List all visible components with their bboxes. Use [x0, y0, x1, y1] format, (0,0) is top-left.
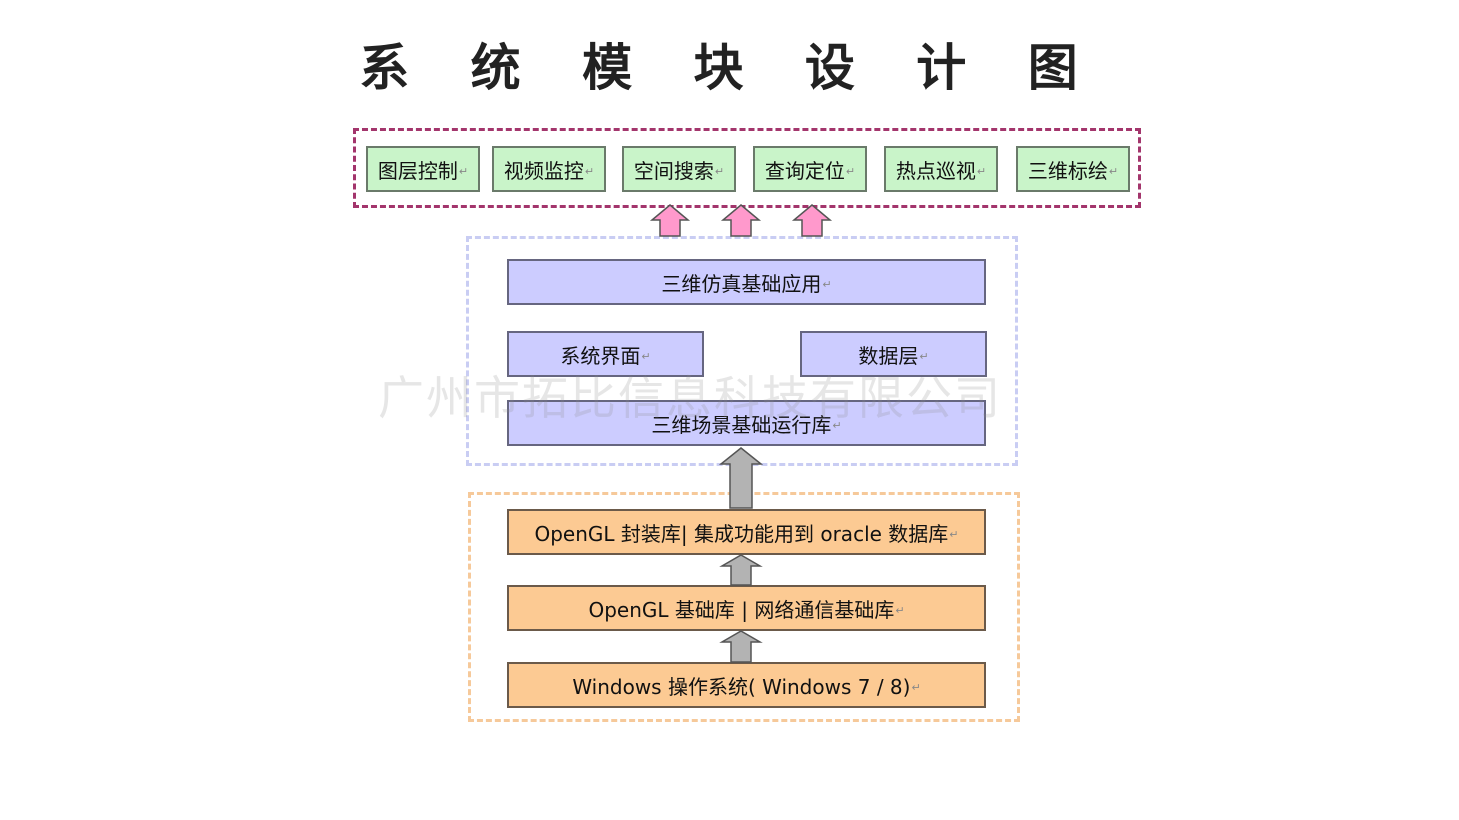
box-data-layer[interactable]: 数据层↵ [800, 331, 987, 377]
module-query-locate[interactable]: 查询定位↵ [753, 146, 867, 192]
paragraph-mark: ↵ [1108, 165, 1119, 178]
box-label: 三维场景基础运行库 [651, 412, 832, 437]
box-label: 数据层 [858, 343, 919, 368]
paragraph-mark: ↵ [976, 165, 987, 178]
box-label: OpenGL 封装库| 集成功能用到 oracle 数据库 [534, 521, 949, 546]
paragraph-mark: ↵ [919, 350, 929, 363]
box-label: Windows 操作系统( Windows 7 / 8) [572, 674, 911, 699]
paragraph-mark: ↵ [641, 350, 651, 363]
box-opengl-wrapper[interactable]: OpenGL 封装库| 集成功能用到 oracle 数据库↵ [507, 509, 986, 555]
module-hotspot-patrol[interactable]: 热点巡视↵ [884, 146, 998, 192]
page-title: 系 统 模 块 设 计 图 [359, 39, 1100, 97]
pink-up-arrow-1 [649, 204, 691, 237]
box-label: 三维仿真基础应用 [661, 271, 822, 296]
box-label: 系统界面 [560, 343, 641, 368]
box-label: OpenGL 基础库 | 网络通信基础库 [588, 597, 895, 622]
box-opengl-base[interactable]: OpenGL 基础库 | 网络通信基础库↵ [507, 585, 986, 631]
paragraph-mark: ↵ [832, 419, 842, 432]
module-label: 三维标绘 [1027, 158, 1108, 183]
module-video-monitor[interactable]: 视频监控↵ [492, 146, 606, 192]
box-3d-runtime[interactable]: 三维场景基础运行库↵ [507, 400, 986, 446]
box-system-ui[interactable]: 系统界面↵ [507, 331, 704, 377]
pink-up-arrow-3 [791, 204, 833, 237]
paragraph-mark: ↵ [714, 165, 725, 178]
paragraph-mark: ↵ [822, 278, 832, 291]
paragraph-mark: ↵ [911, 681, 921, 694]
pink-up-arrow-2 [720, 204, 762, 237]
paragraph-mark: ↵ [584, 165, 595, 178]
module-label: 空间搜索 [633, 158, 714, 183]
module-spatial-search[interactable]: 空间搜索↵ [622, 146, 736, 192]
paragraph-mark: ↵ [458, 165, 469, 178]
module-label: 查询定位 [764, 158, 845, 183]
module-label: 热点巡视 [895, 158, 976, 183]
paragraph-mark: ↵ [895, 604, 905, 617]
module-label: 图层控制 [377, 158, 458, 183]
module-label: 视频监控 [503, 158, 584, 183]
module-layer-control[interactable]: 图层控制↵ [366, 146, 480, 192]
module-3d-plotting[interactable]: 三维标绘↵ [1016, 146, 1130, 192]
box-windows-os[interactable]: Windows 操作系统( Windows 7 / 8)↵ [507, 662, 986, 708]
paragraph-mark: ↵ [845, 165, 856, 178]
paragraph-mark: ↵ [949, 528, 959, 541]
box-3d-sim-app[interactable]: 三维仿真基础应用↵ [507, 259, 986, 305]
